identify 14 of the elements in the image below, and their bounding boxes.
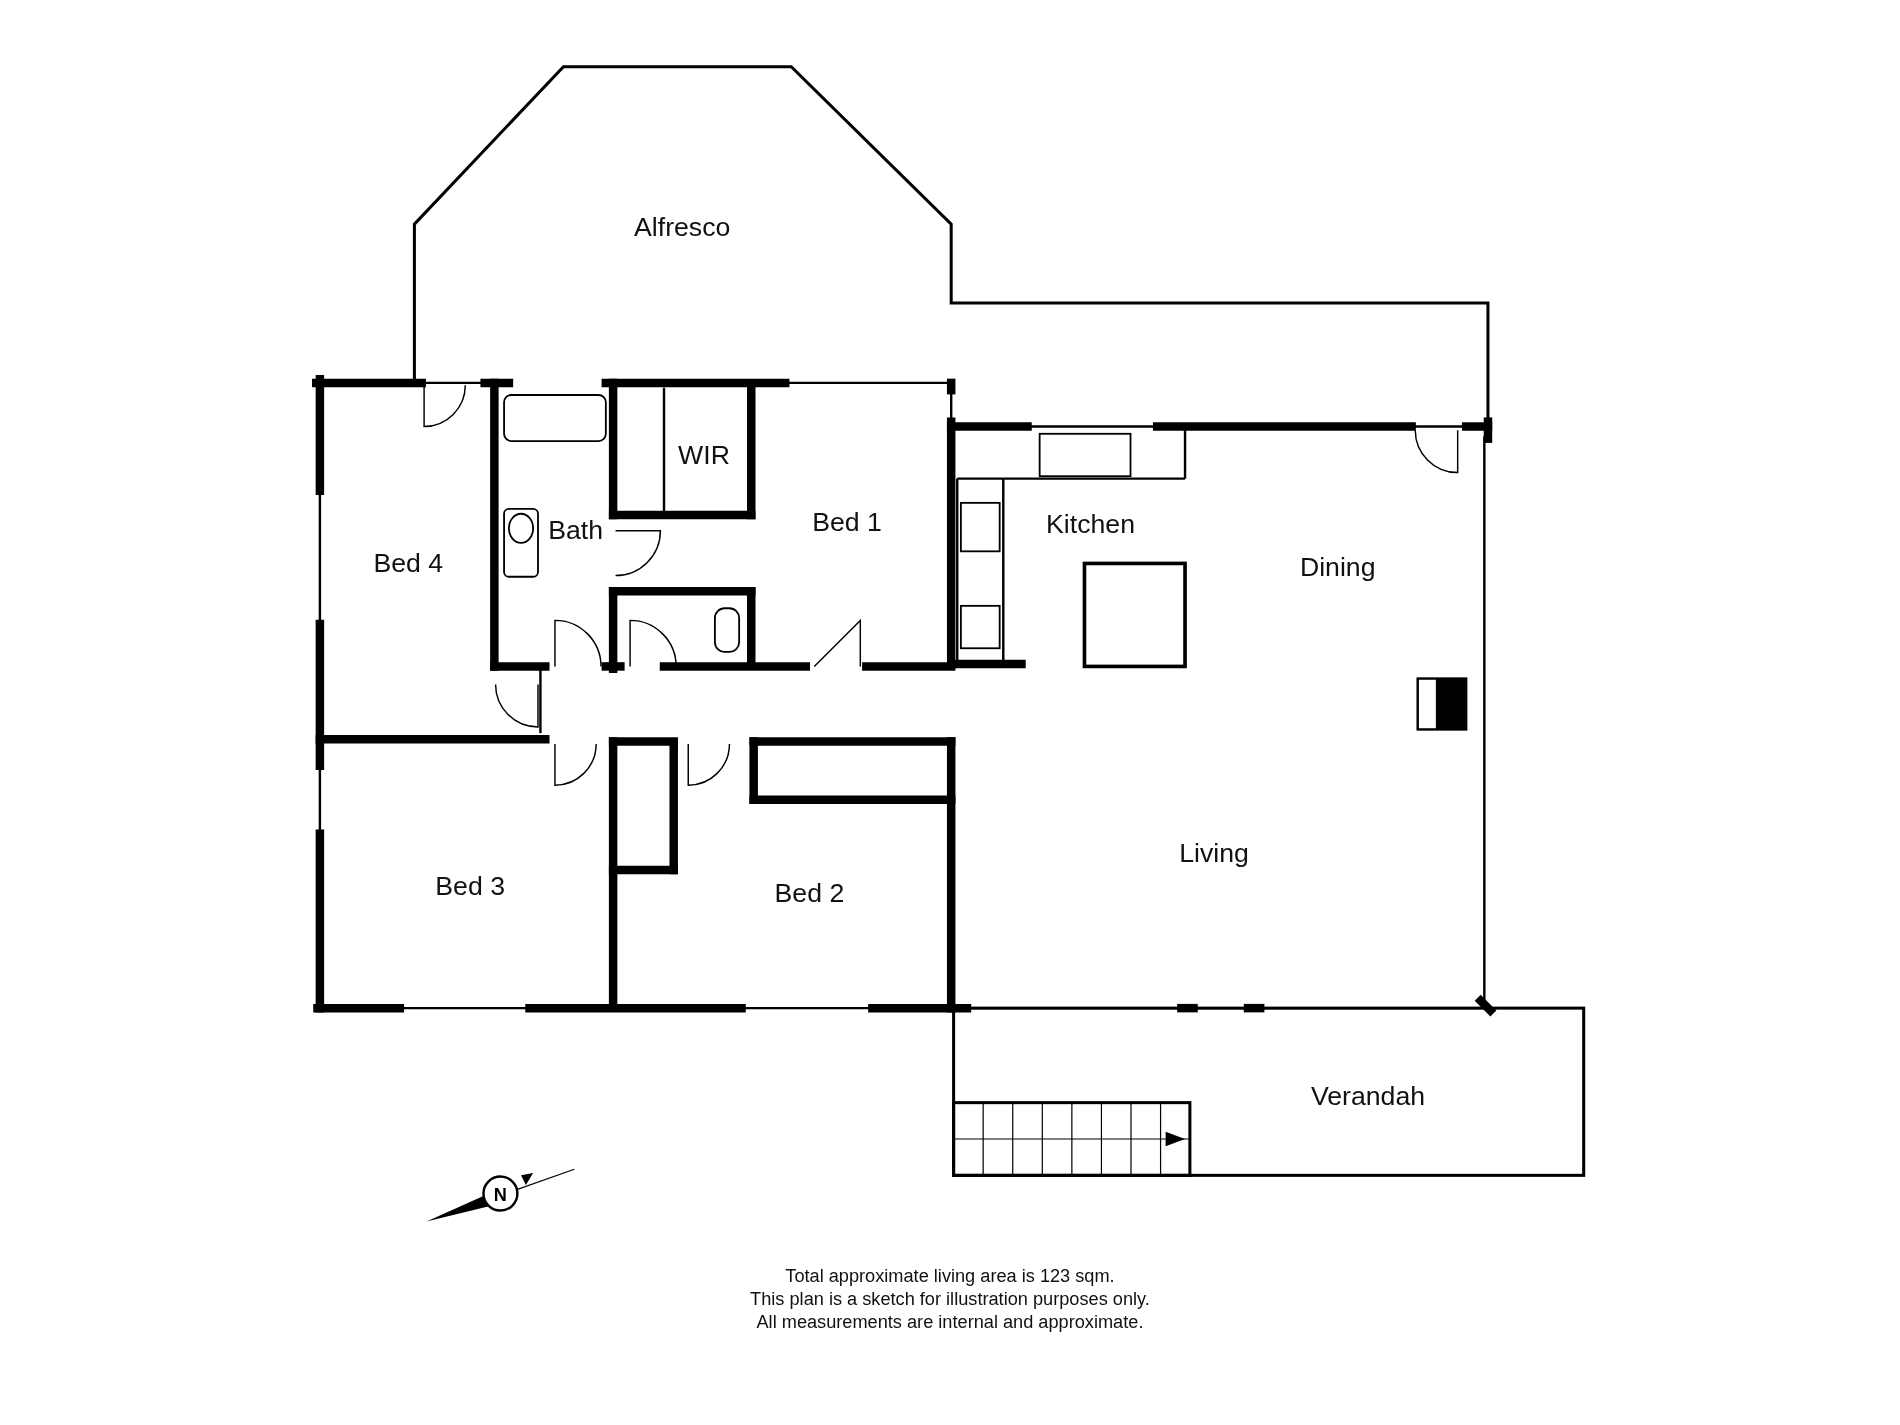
plan-note: This plan is a sketch for illustration purposes only. <box>750 1288 1150 1309</box>
room-label: Verandah <box>1310 1080 1426 1113</box>
room-label: Kitchen <box>1046 508 1135 541</box>
room-label: Bath <box>548 514 603 547</box>
room-label: Dining <box>1299 551 1376 583</box>
room-label: Bed 3 <box>435 871 505 903</box>
room-label: Alfresco <box>634 212 731 244</box>
room-label: WIR <box>678 439 730 472</box>
plan-note: All measurements are internal and approximate. <box>756 1311 1144 1332</box>
room-label: Bed 1 <box>812 506 882 538</box>
plan-note: Total approximate living area is 123 sqm. <box>785 1265 1115 1286</box>
room-label: Living <box>1179 837 1249 869</box>
room-label: Bed 2 <box>774 877 845 909</box>
room-label: Bed 4 <box>373 547 444 580</box>
